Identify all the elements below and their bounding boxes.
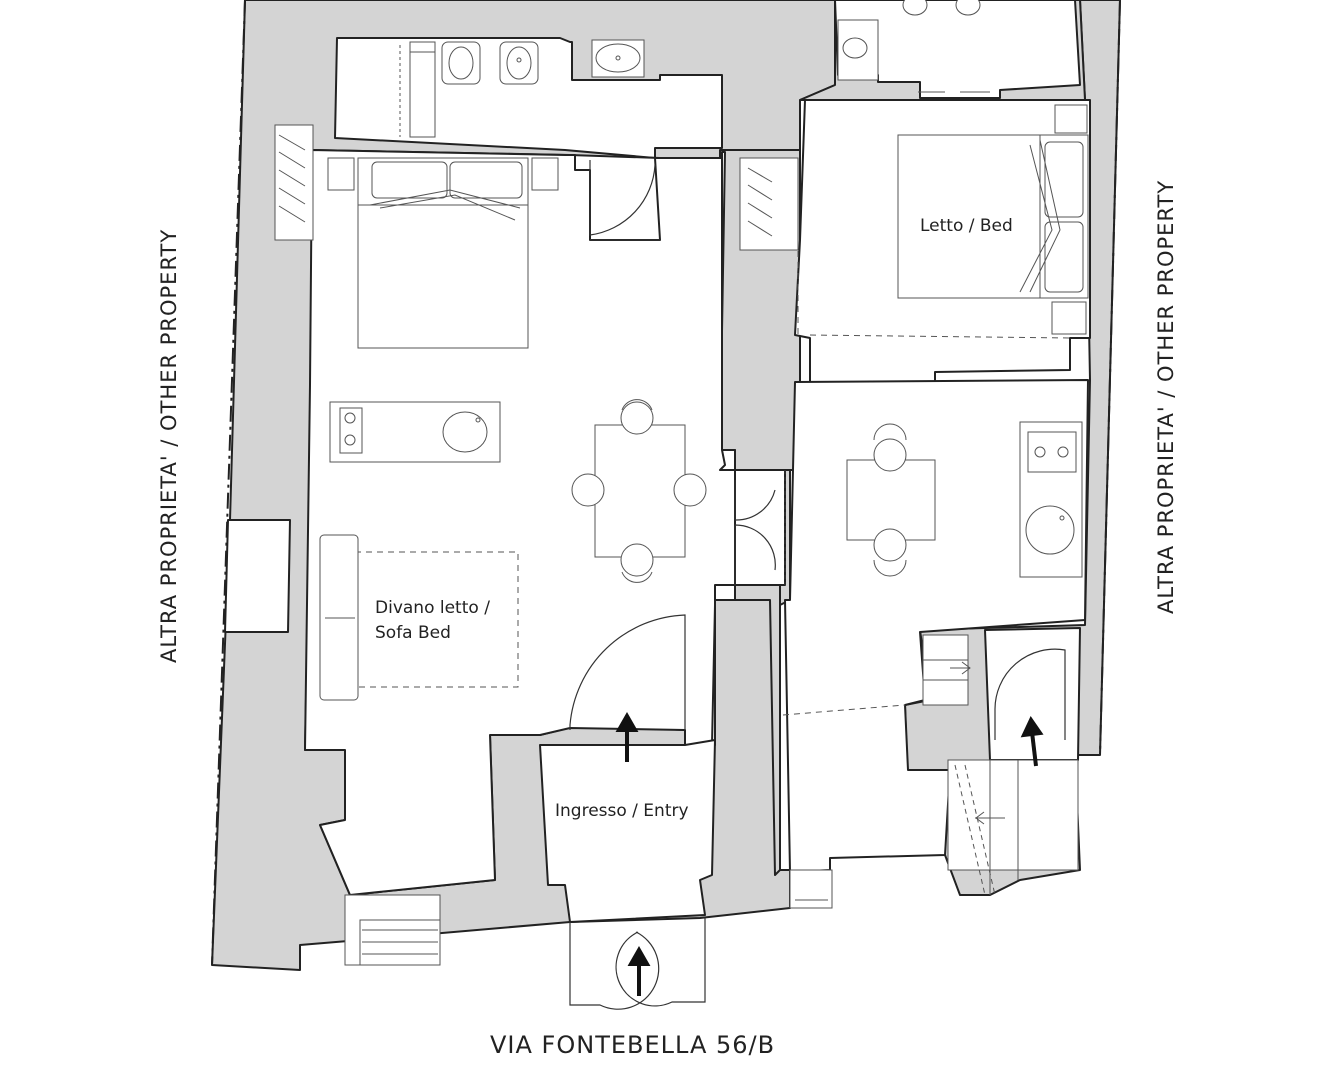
entry-right-fixtures — [782, 634, 1079, 909]
bathroom-fixtures-left — [399, 39, 645, 138]
doors-left — [344, 160, 786, 1010]
right-property-label: ALTRA PROPRIETA' / OTHER PROPERTY — [1154, 180, 1178, 614]
property-boundary — [211, 0, 1121, 966]
bed-label: Letto / Bed — [920, 216, 1013, 236]
arrow-up-icon — [627, 945, 651, 996]
left-property-label: ALTRA PROPRIETA' / OTHER PROPERTY — [157, 229, 181, 663]
kitchen-counter-left — [329, 401, 501, 463]
bed-right — [739, 104, 1089, 339]
entry-arrows — [615, 711, 1044, 996]
sofa-bed-label-line1: Divano letto / — [375, 598, 490, 618]
arrow-up-icon — [615, 711, 639, 762]
master-bed — [274, 124, 559, 349]
kitchen-right-fixtures — [846, 421, 1083, 578]
sofa-bed — [319, 534, 519, 701]
bathroom-fixtures-right — [837, 0, 990, 93]
street-address: VIA FONTEBELLA 56/B — [490, 1031, 775, 1059]
entry-hall — [539, 739, 716, 923]
entry-label: Ingresso / Entry — [555, 801, 689, 821]
arrow-up-icon — [1020, 715, 1044, 767]
dining-table-left — [571, 399, 707, 583]
sofa-bed-label-line2: Sofa Bed — [375, 623, 451, 643]
